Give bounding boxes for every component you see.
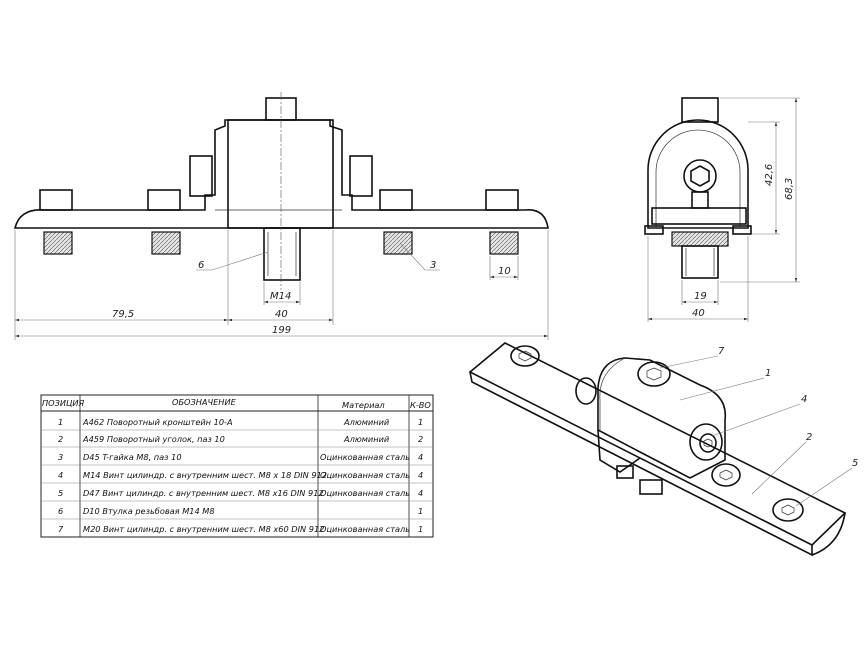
dim-42-6: 42,6 xyxy=(764,164,775,186)
bom-row-material: Оцинкованная сталь xyxy=(320,488,410,498)
dim-m14: M14 xyxy=(270,291,291,302)
isometric-view: 7 1 4 2 5 xyxy=(468,342,858,557)
leader-6 xyxy=(196,251,269,271)
callout-4: 4 xyxy=(801,394,807,405)
bom-row-name: D10 Втулка резьбовая M14 M8 xyxy=(83,506,215,516)
side-inner-arc xyxy=(655,129,741,226)
bom-row-material: Алюминий xyxy=(343,434,390,444)
front-central-block xyxy=(227,119,334,229)
callout-5: 5 xyxy=(852,458,858,469)
dim-40-front: 40 xyxy=(275,309,288,320)
front-threaded-bushing xyxy=(263,227,301,281)
iso-bracket-body xyxy=(597,357,727,479)
dim-68-3: 68,3 xyxy=(784,178,795,200)
side-bolt-circle xyxy=(683,159,717,193)
bom-row-name: D47 Винт цилиндр. с внутренним шест. M8 … xyxy=(83,488,324,498)
iso-bushing xyxy=(639,479,663,495)
side-top-screw xyxy=(681,97,719,123)
iso-screw-5 xyxy=(772,498,804,522)
front-base-plate xyxy=(13,119,549,229)
bom-row-pos: 5 xyxy=(58,488,63,498)
bom-row-qty: 1 xyxy=(418,524,423,534)
iso-plate-edge xyxy=(469,371,813,557)
side-neck xyxy=(691,191,709,209)
front-screw-head-1 xyxy=(39,189,73,211)
bom-row-pos: 2 xyxy=(58,434,63,444)
callout-1: 1 xyxy=(765,368,771,379)
bom-row-name: A462 Поворотный кронштейн 10-А xyxy=(82,417,233,427)
side-view: 42,6 68,3 19 40 xyxy=(644,97,800,322)
bom-row-name: M20 Винт цилиндр. с внутренним шест. M8 … xyxy=(83,524,324,534)
front-tnut-1 xyxy=(43,231,73,255)
bom-row-qty: 4 xyxy=(418,488,423,498)
front-left-ear xyxy=(189,155,213,197)
bom-header-qty: К-ВО xyxy=(410,400,431,410)
iso-screw-3 xyxy=(711,463,741,487)
side-bushing xyxy=(681,245,719,279)
callout-2: 2 xyxy=(806,432,812,443)
leader-1 xyxy=(679,377,765,401)
iso-screw-2 xyxy=(575,377,597,405)
bom-header-pos: ПОЗИЦИЯ xyxy=(42,398,84,408)
front-screw-head-4 xyxy=(485,189,519,211)
bom-row-pos: 3 xyxy=(58,452,63,462)
bom-row-material: Оцинкованная сталь xyxy=(320,470,410,480)
leader-4 xyxy=(711,403,801,437)
bom-row-qty: 2 xyxy=(418,434,423,444)
side-foot-left xyxy=(644,225,664,235)
iso-bracket-arc xyxy=(599,357,626,432)
bom-table: ПОЗИЦИЯ ОБОЗНАЧЕНИЕ Материал К-ВО 1 A462… xyxy=(40,394,434,538)
front-right-ear xyxy=(349,155,373,197)
iso-ear xyxy=(689,423,723,461)
bom-border xyxy=(40,394,434,538)
bom-row-name: M14 Винт цилиндр. с внутренним шест. M8 … xyxy=(83,470,327,480)
bom-header-material: Материал xyxy=(342,400,385,410)
bom-row-name: D45 T-гайка M8, паз 10 xyxy=(83,452,182,462)
iso-screw-1 xyxy=(510,345,540,367)
bom-row-name: A459 Поворотный уголок, паз 10 xyxy=(82,434,225,444)
bom-row-qty: 1 xyxy=(418,506,423,516)
bom-row-pos: 1 xyxy=(58,417,63,427)
dim-199: 199 xyxy=(272,325,291,336)
front-screw-head-2 xyxy=(147,189,181,211)
dim-19: 19 xyxy=(694,291,707,302)
front-tnut-2 xyxy=(151,231,181,255)
bom-row-material: Алюминий xyxy=(343,417,390,427)
side-body xyxy=(647,119,749,229)
bom-row-pos: 6 xyxy=(58,506,63,516)
iso-screw-top xyxy=(637,361,671,387)
dim-79-5: 79,5 xyxy=(112,309,134,320)
dim-40-side: 40 xyxy=(692,308,705,319)
side-hex-socket xyxy=(690,165,710,187)
dim-10: 10 xyxy=(498,266,511,277)
bom-row-pos: 4 xyxy=(58,470,63,480)
iso-bracket-lower xyxy=(597,429,641,473)
iso-screw-4 xyxy=(699,433,717,453)
bom-row-pos: 7 xyxy=(58,524,64,534)
leader-5 xyxy=(795,467,853,507)
front-view: 79,5 40 199 M14 10 6 3 xyxy=(13,92,549,340)
bom-header-name: ОБОЗНАЧЕНИЕ xyxy=(172,397,237,407)
bom-row-material: Оцинкованная сталь xyxy=(320,452,410,462)
iso-plate-round xyxy=(811,512,846,556)
bom-row-qty: 1 xyxy=(418,417,423,427)
callout-3: 3 xyxy=(430,260,436,271)
iso-bracket-foot xyxy=(616,465,634,479)
callout-7: 7 xyxy=(718,346,725,357)
side-base xyxy=(651,207,747,225)
front-tnut-3 xyxy=(383,231,413,255)
bom-row-qty: 4 xyxy=(418,452,423,462)
front-screw-head-3 xyxy=(379,189,413,211)
leader-2 xyxy=(751,441,807,495)
side-tnut xyxy=(671,231,729,247)
leader-3 xyxy=(399,242,440,271)
side-foot-right xyxy=(732,225,752,235)
callout-6: 6 xyxy=(198,260,204,271)
bom-row-material: Оцинкованная сталь xyxy=(320,524,410,534)
front-tnut-4 xyxy=(489,231,519,255)
leader-7 xyxy=(659,355,719,369)
bom-row-qty: 4 xyxy=(418,470,423,480)
